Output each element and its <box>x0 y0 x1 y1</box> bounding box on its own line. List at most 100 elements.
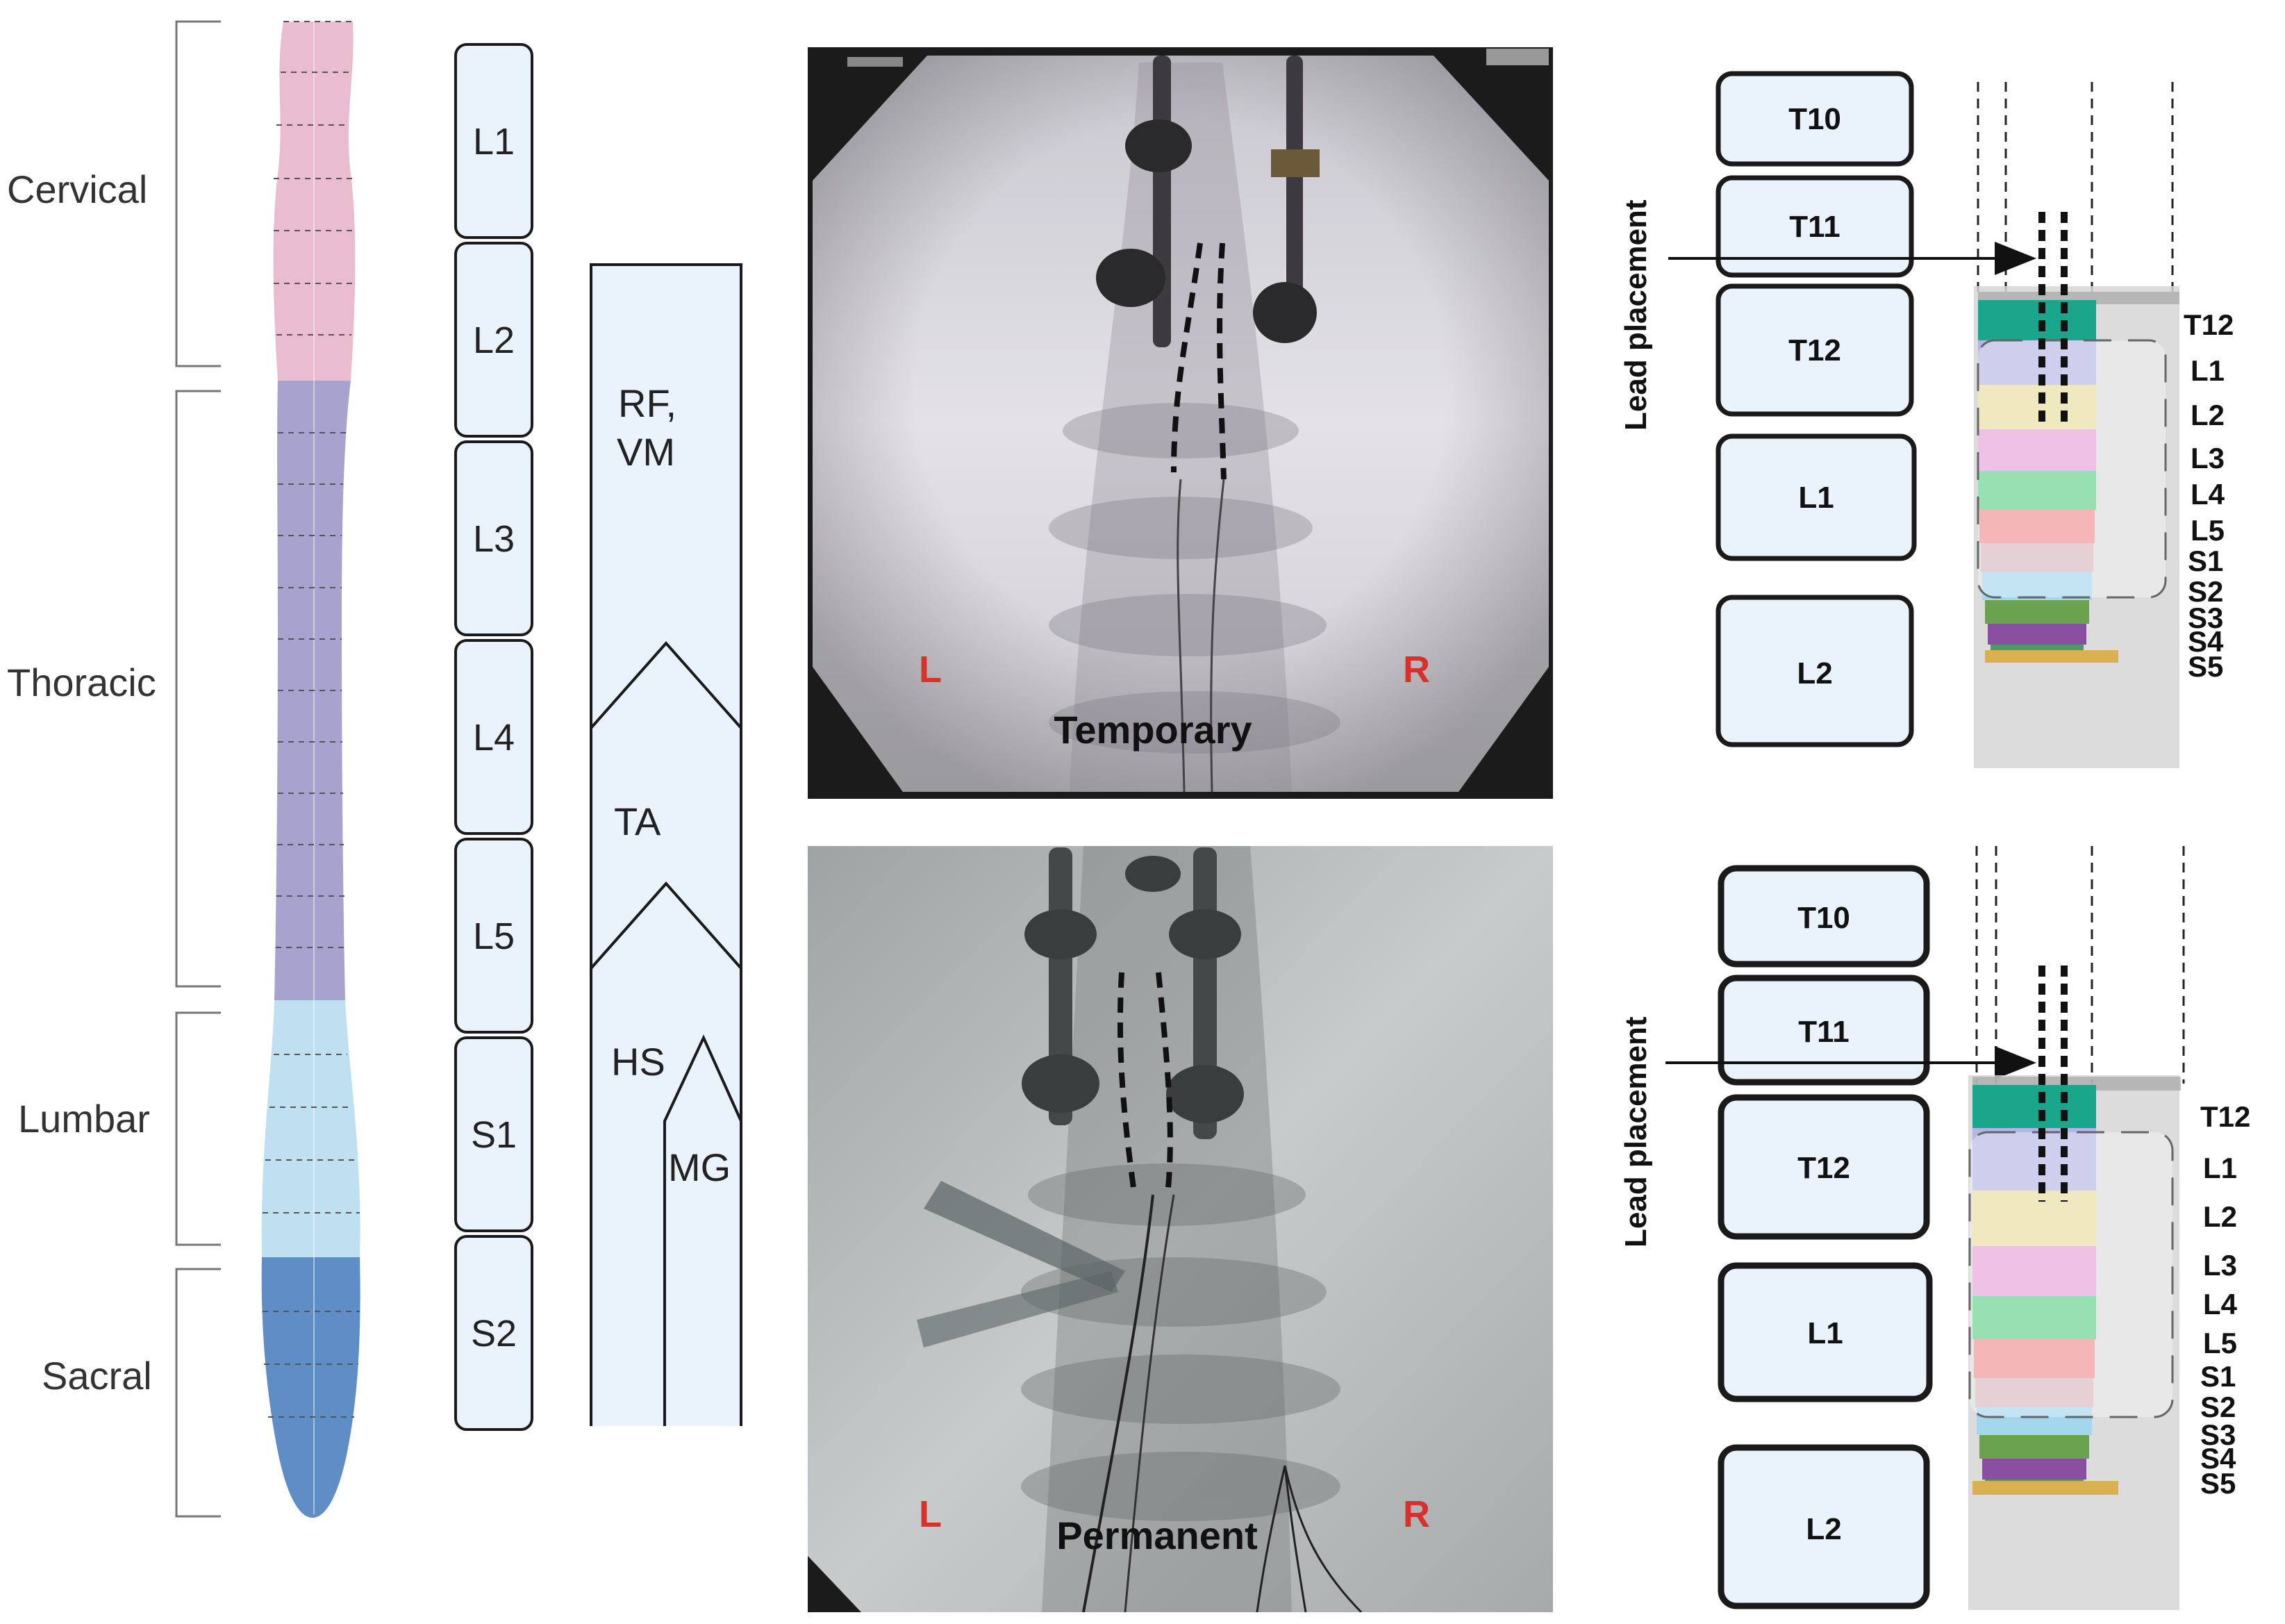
level-label-t12: T12 <box>2184 308 2234 341</box>
segment-label-l3: L3 <box>473 518 515 560</box>
level-band-t12 <box>1972 1085 2096 1128</box>
vertebra-box-t11 <box>1715 175 1914 278</box>
muscle-label-ta: TA <box>614 799 661 843</box>
xray-perm-left-label: L <box>919 1493 942 1535</box>
level-band-l4 <box>1972 1296 2096 1339</box>
level-band-l1 <box>1978 340 2096 385</box>
level-label-t12: T12 <box>2200 1100 2250 1133</box>
vertebra-label-t11: T11 <box>1798 1015 1849 1049</box>
level-label-l5: L5 <box>2191 514 2225 547</box>
chevron-rf-ta <box>590 640 742 729</box>
muscle-label-mg: MG <box>668 1145 731 1189</box>
level-label-s5: S5 <box>2188 650 2223 683</box>
level-label-l1: L1 <box>2203 1152 2237 1184</box>
vertebra-box-t10 <box>1715 71 1914 167</box>
vertebra-box-t10 <box>1718 865 1930 968</box>
vertebra-label-t10: T10 <box>1788 102 1841 136</box>
level-band-l1 <box>1972 1128 2096 1191</box>
xray-perm-right-label: R <box>1403 1493 1430 1535</box>
level-label-s4: S4 <box>2188 625 2224 658</box>
level-label-l3: L3 <box>2203 1249 2237 1282</box>
level-label-s2: S2 <box>2188 575 2223 608</box>
level-label-s4: S4 <box>2200 1442 2236 1475</box>
muscle-label-rf: RF, <box>618 381 676 425</box>
mg-column <box>663 1034 742 1426</box>
bracket-cervical <box>175 20 221 367</box>
level-label-s1: S1 <box>2200 1360 2236 1393</box>
level-band-s4 <box>1982 1459 2086 1480</box>
level-label-s2: S2 <box>2200 1391 2236 1423</box>
region-label-cervical: Cervical <box>7 167 147 211</box>
segment-box-l5 <box>454 838 533 1034</box>
level-band-s4 <box>1988 624 2086 645</box>
level-band-t12 <box>1978 300 2096 340</box>
xray-temp-right-label: R <box>1403 649 1430 690</box>
level-label-l1: L1 <box>2191 354 2225 387</box>
segment-box-l3 <box>454 440 533 636</box>
level-band-l5 <box>1979 510 2095 543</box>
lead-title-bottom: Lead placement <box>1619 1016 1653 1248</box>
xray-temp-left-label: L <box>919 649 942 690</box>
muscle-label-hs: HS <box>611 1040 665 1084</box>
level-label-l4: L4 <box>2203 1288 2238 1320</box>
level-band-s3 <box>1979 1435 2089 1459</box>
segment-box-s2 <box>454 1235 533 1431</box>
level-band-l2 <box>1978 385 2096 429</box>
level-band-s2 <box>1977 1407 2092 1435</box>
segment-box-s1 <box>454 1036 533 1232</box>
level-label-l5: L5 <box>2203 1327 2237 1359</box>
level-band-s1 <box>1975 1378 2093 1407</box>
xray-temporary: L R Temporary <box>808 47 1553 799</box>
level-band-l3 <box>1972 1246 2096 1296</box>
vertebra-box-t11 <box>1718 975 1930 1086</box>
vertebra-label-l2: L2 <box>1806 1512 1841 1546</box>
segment-label-s2: S2 <box>471 1313 517 1354</box>
region-label-sacral: Sacral <box>42 1354 152 1398</box>
level-band-l5 <box>1974 1339 2095 1378</box>
level-band-l2 <box>1972 1191 2096 1246</box>
xray-permanent: L R Permanent <box>808 846 1553 1612</box>
segment-box-l1 <box>454 43 533 239</box>
segment-label-l1: L1 <box>473 121 515 163</box>
xray-perm-caption: Permanent <box>1056 1514 1257 1557</box>
vertebra-box-l1 <box>1718 1262 1933 1402</box>
level-label-l4: L4 <box>2191 478 2225 511</box>
level-label-l3: L3 <box>2191 442 2225 474</box>
cord-lumbar <box>261 1000 360 1257</box>
level-band-s1 <box>1981 543 2093 572</box>
cord-sacral <box>261 1257 360 1518</box>
lead-title-top: Lead placement <box>1619 199 1653 431</box>
chevron-ta-hs <box>590 881 742 970</box>
lead-panel-top: Lead placement T10 T11 T12 L1 L2 <box>1619 71 2234 768</box>
bracket-thoracic <box>175 390 221 988</box>
muscle-label-vm: VM <box>617 430 675 474</box>
level-band-l4 <box>1978 471 2096 510</box>
lead-panel-bottom: Lead placement T10 T11 T12 L1 L2 <box>1619 846 2250 1610</box>
vertebra-label-l1: L1 <box>1798 481 1834 515</box>
segment-box-l2 <box>454 242 533 438</box>
segment-column: L1 L2 L3 L4 L5 S1 S2 <box>454 43 533 1431</box>
cord-cervical <box>273 22 356 381</box>
level-label-s3: S3 <box>2188 602 2223 634</box>
region-label-thoracic: Thoracic <box>7 661 156 704</box>
level-band-s3 <box>1985 600 2089 624</box>
vertebra-label-t12: T12 <box>1797 1151 1850 1185</box>
level-label-l2: L2 <box>2191 399 2225 431</box>
vertebra-box-t12 <box>1718 1094 1930 1240</box>
segment-label-l4: L4 <box>473 717 515 759</box>
region-label-lumbar: Lumbar <box>18 1097 150 1141</box>
vertebra-label-l1: L1 <box>1807 1316 1843 1350</box>
vertebra-box-l2 <box>1715 595 1914 747</box>
xray-temp-caption: Temporary <box>1054 708 1252 752</box>
segment-label-l2: L2 <box>473 320 515 361</box>
level-label-s3: S3 <box>2200 1418 2236 1451</box>
vertebra-box-l1 <box>1715 433 1917 561</box>
muscle-map: RF, VM TA HS MG <box>590 263 742 1426</box>
vertebra-box-t12 <box>1715 283 1914 417</box>
segment-label-l5: L5 <box>473 915 515 957</box>
level-band-s2 <box>1982 572 2092 600</box>
level-label-l2: L2 <box>2203 1200 2237 1233</box>
bracket-sacral <box>175 1268 221 1518</box>
vertebra-label-l2: L2 <box>1797 656 1832 690</box>
